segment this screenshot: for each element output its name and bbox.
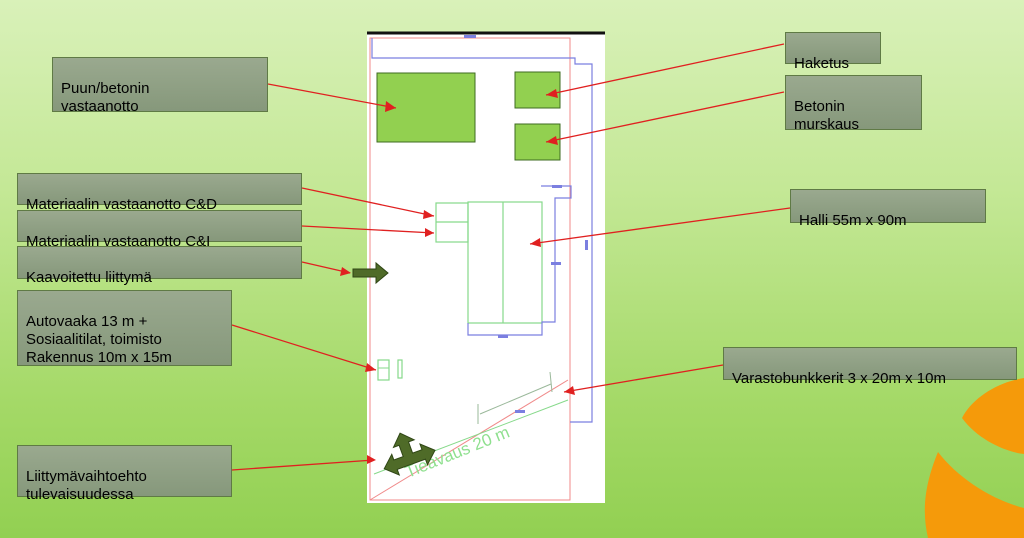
callout-text: Liittymävaihtoehto tulevaisuudessa: [26, 468, 147, 503]
callout-text: Kaavoitettu liittymä: [26, 269, 152, 286]
scale-building: [377, 359, 390, 381]
boundary-diagonal: [369, 379, 569, 501]
callout-material-ci: Materiaalin vastaanotto C&I: [17, 210, 302, 250]
callout-wood-concrete-reception: Puun/betonin vastaanotto: [52, 57, 268, 115]
leader-lines: [231, 43, 791, 471]
plan-marker: [552, 185, 562, 188]
leader-junction-option: [231, 459, 375, 471]
callout-text: Varastobunkkerit 3 x 20m x 10m: [732, 370, 946, 387]
scale-platform: [397, 359, 403, 379]
callout-text: Materiaalin vastaanotto C&I: [26, 233, 211, 250]
callout-hall: Halli 55m x 90m: [790, 189, 986, 229]
leader-material-ci: [301, 225, 435, 234]
zoned-junction-arrow-icon: [352, 261, 389, 285]
chipping-area: [514, 71, 561, 109]
site-boundary-blue: [371, 38, 593, 423]
callout-text: Puun/betonin vastaanotto: [61, 80, 150, 115]
dimension-line: [479, 383, 552, 415]
hall-outline: [467, 201, 543, 324]
plan-marker: [515, 410, 525, 413]
callout-text: Haketus: [794, 55, 850, 72]
callout-text: Materiaalin vastaanotto C&D: [26, 196, 217, 213]
callout-zoned-junction: Kaavoitettu liittymä: [17, 246, 302, 286]
callout-chipping: Haketus: [785, 32, 881, 72]
plan-marker: [551, 262, 561, 265]
leader-hall: [529, 207, 791, 245]
callout-text: Halli 55m x 90m: [799, 212, 907, 229]
callout-material-cd: Materiaalin vastaanotto C&D: [17, 173, 302, 213]
plan-marker: [464, 35, 476, 38]
leader-storage-bunkers: [563, 364, 724, 393]
leader-chipping: [545, 43, 785, 96]
leader-material-cd: [301, 187, 435, 217]
junction-option-arrow-icon: [383, 432, 436, 476]
leader-wood-concrete: [267, 83, 397, 109]
leader-arrowheads: [340, 89, 575, 464]
callout-scale-building: Autovaaka 13 m + Sosiaalitilat, toimisto…: [17, 290, 232, 366]
callout-junction-option: Liittymävaihtoehto tulevaisuudessa: [17, 445, 232, 503]
dimension-tick: [549, 371, 553, 393]
plan-marker: [498, 335, 508, 338]
leader-crushing: [545, 91, 785, 143]
callout-concrete-crushing: Betonin murskaus: [785, 75, 922, 133]
callout-text: Betonin murskaus: [794, 98, 860, 133]
hall-boundary-blue: [467, 185, 572, 336]
callout-text: Autovaaka 13 m + Sosiaalitilat, toimisto…: [26, 313, 172, 366]
plan-marker: [585, 240, 588, 250]
callout-storage-bunkers: Varastobunkkerit 3 x 20m x 10m: [723, 347, 1017, 387]
leader-scale-building: [231, 324, 377, 371]
